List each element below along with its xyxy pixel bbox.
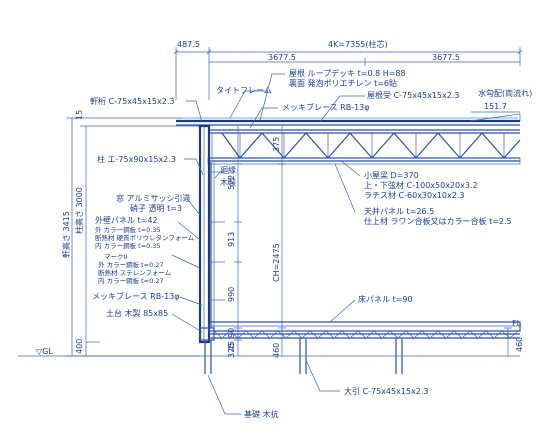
dim-half-span-right: 3677.5: [432, 53, 460, 62]
slope-value: 151.7: [484, 102, 507, 111]
dim-913: 913: [227, 232, 236, 247]
label-ceiling1: 天井パネル t=26.5: [364, 206, 434, 216]
label-window1: 窓 アルミサッシ引違: [116, 193, 190, 203]
dim-half-span-left: 3677.5: [268, 53, 296, 62]
dim-375: 375: [272, 137, 281, 152]
label-roof-line2: 裏面 発泡ポリエチレン t=6貼: [289, 78, 397, 88]
dim-400-left: 400: [75, 339, 84, 354]
roof-truss: [207, 129, 521, 165]
foundation: ▽GL: [18, 338, 520, 374]
top-dimensions: 487.5 4K=7355(柱芯) 3677.5 3677.5: [173, 39, 523, 100]
label-mark-panel2: 外 カラー鋼板 t=0.27: [98, 260, 164, 269]
dim-460-right: 460: [515, 337, 524, 352]
label-big-beam: 大引 C-75x45x15x2.3: [344, 386, 428, 396]
label-small-beam2: 上・下弦材 C-100x50x20x3.2: [364, 180, 478, 190]
slope-label: 水勾配(両流れ): [478, 88, 532, 98]
inner-dimensions: 572 913 990 90 45 325 375 CH=2475 460 46…: [227, 126, 524, 358]
label-tight-frame: タイトフレーム: [216, 86, 272, 95]
label-sill: 土台 木製 85x85: [106, 308, 168, 318]
label-wall-panel4: 内 カラー鋼板 t=0.35: [95, 241, 161, 250]
label-wall-panel1: 外壁パネル t=42: [95, 215, 158, 225]
label-eave-beam: 軒桁 C-75x45x15x2.3: [90, 96, 174, 106]
label-small-beam3: ラチス材 C-60x30x10x2.3: [364, 190, 464, 200]
leaders: [171, 73, 365, 415]
label-roof-purlin: 屋根受 C-75x45x15x2.3: [367, 90, 459, 100]
left-dimensions: 軒高さ 3415 柱高さ 3000 15 400: [61, 110, 200, 357]
label-edge-wood: 木製: [220, 177, 236, 187]
dim-15: 15: [75, 110, 84, 120]
floor: [208, 321, 521, 339]
dim-460: 460: [272, 343, 281, 358]
label-wall-panel3: 断熱材 硬質ポリウレタンフォーム: [95, 233, 195, 242]
label-ceiling2: 仕上材 ラワン合板又はカラー合板 t=2.5: [364, 216, 512, 226]
label-mark-panel1: マークII: [104, 253, 127, 261]
dim-325: 325: [227, 343, 236, 358]
label-column: 柱 エ-75x90x15x2.3: [97, 154, 176, 164]
label-mark-panel3: 断熱材 ステレンフォーム: [98, 268, 172, 277]
dim-column-height: 柱高さ 3000: [74, 187, 84, 234]
dim-90: 90: [227, 328, 236, 338]
label-wall-panel2: 外 カラー鋼板 t=0.35: [95, 225, 161, 234]
dim-eave-height: 軒高さ 3415: [61, 211, 71, 258]
fl-label: FL: [512, 319, 522, 328]
label-small-beam1: 小屋梁 D=370: [364, 171, 419, 180]
dim-990: 990: [227, 287, 236, 302]
gl-label: ▽GL: [36, 347, 53, 356]
label-roof-line1: 屋根 ループデッキ t=0.8 H=88: [289, 68, 406, 78]
annotations: 屋根 ループデッキ t=0.8 H=88 裏面 発泡ポリエチレン t=6貼 タイ…: [90, 68, 512, 419]
dim-overhang-left: 487.5: [177, 40, 200, 49]
dim-ch: CH=2475: [272, 243, 281, 282]
label-brace-bottom: メッキブレース RB-13φ: [92, 291, 180, 301]
roof: 水勾配(両流れ) 151.7: [176, 88, 532, 126]
dim-45: 45: [227, 341, 236, 351]
label-foundation: 基礎 木抗: [244, 409, 279, 419]
label-edge: 廻縁: [220, 165, 236, 175]
label-window2: 硝子 透明 t=3: [130, 203, 182, 213]
dim-total-span: 4K=7355(柱芯): [328, 39, 388, 49]
dim-572: 572: [227, 175, 236, 190]
label-floor-panel: 床パネル t=90: [358, 294, 413, 304]
label-mark-panel4: 内 カラー鋼板 t=0.27: [98, 276, 164, 285]
label-brace-top: メッキブレース RB-13φ: [282, 102, 370, 112]
